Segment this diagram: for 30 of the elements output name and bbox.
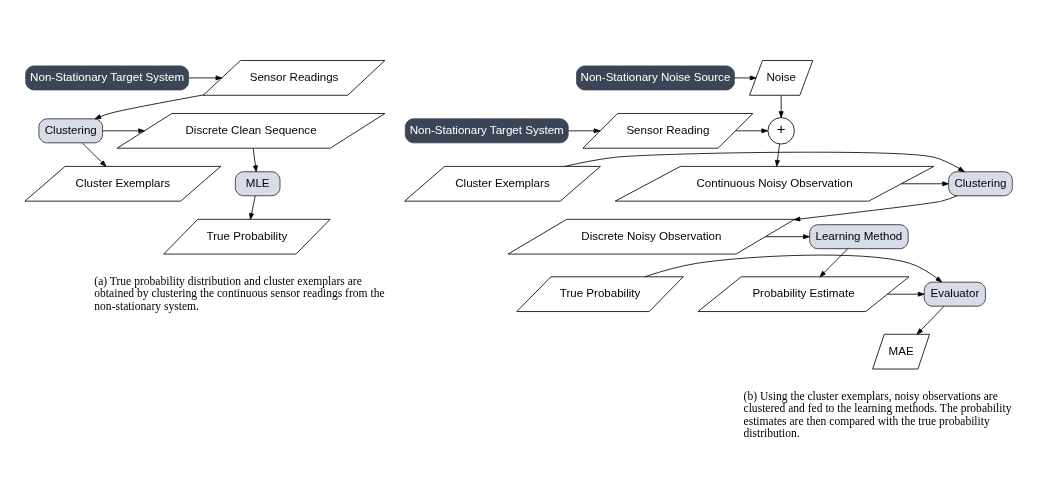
arrow: [735, 127, 769, 133]
node-box: Clustering: [38, 117, 103, 143]
arrow: [252, 147, 258, 172]
arrow: [819, 247, 849, 277]
arrow: [188, 74, 223, 80]
arrow: [765, 233, 810, 239]
node-circle: +: [767, 116, 795, 144]
arrow: [102, 127, 145, 133]
label: (b) Using the cluster exemplars, noisy observations are clustered and fed to the learning methods. The probability estimates are then compared with the true probability distribution.: [743, 389, 1012, 440]
node-box: Non-Stationary Target System: [404, 117, 569, 143]
node-box: Non-Stationary Target System: [25, 65, 189, 90]
node-box: Non-Stationary Noise Source: [576, 65, 735, 90]
arrow: [734, 74, 757, 80]
arrow: [901, 180, 949, 186]
arrow: [775, 143, 780, 167]
arrow: [249, 195, 256, 220]
node-box: Clustering: [948, 170, 1013, 196]
node-box: Learning Method: [809, 223, 909, 249]
node-box: MLE: [234, 170, 281, 196]
arrow: [793, 194, 958, 221]
arrow: [81, 142, 107, 167]
node-box: Evaluator: [923, 281, 986, 307]
arrow: [916, 305, 945, 335]
arrow: [644, 254, 943, 282]
arrow: [887, 291, 925, 297]
arrow: [94, 93, 205, 119]
label: (a) True probability distribution and cluster exemplars are obtained by clustering the continuous sensor readings from the non-stationary system.: [94, 274, 385, 313]
arrow: [564, 151, 965, 172]
arrow: [568, 127, 601, 133]
arrow: [778, 94, 784, 118]
